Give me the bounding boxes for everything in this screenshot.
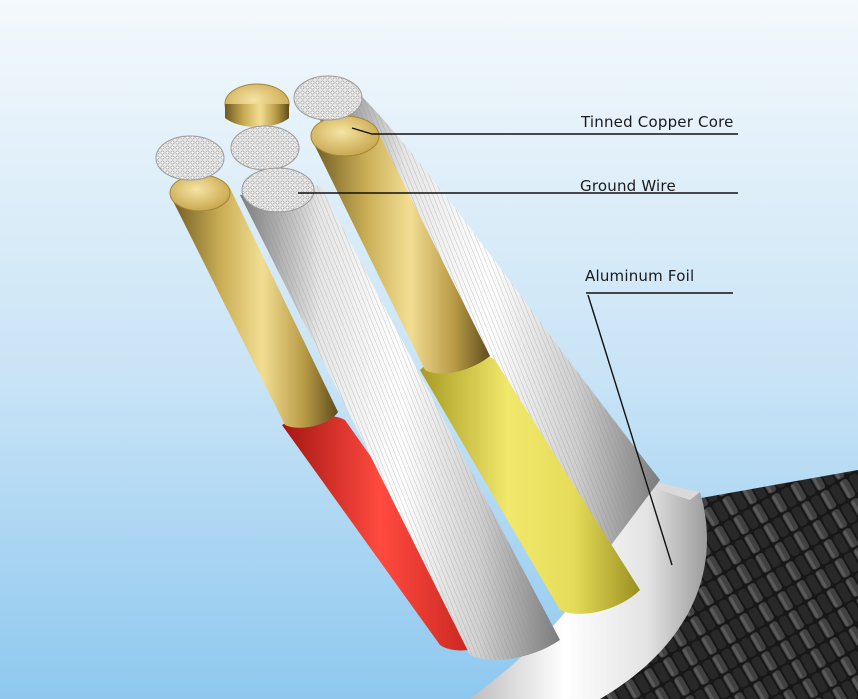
central-silver-bundle — [240, 185, 560, 660]
rear-conductor-ends — [155, 75, 363, 213]
label-aluminum-foil: Aluminum Foil — [585, 267, 695, 285]
label-tinned-copper-core: Tinned Copper Core — [581, 113, 734, 131]
callout-line-tinned-copper-core — [351, 127, 738, 135]
callout-pointer-aluminum-foil — [587, 294, 673, 566]
callout-lines — [298, 127, 738, 566]
label-ground-wire: Ground Wire — [580, 177, 676, 195]
